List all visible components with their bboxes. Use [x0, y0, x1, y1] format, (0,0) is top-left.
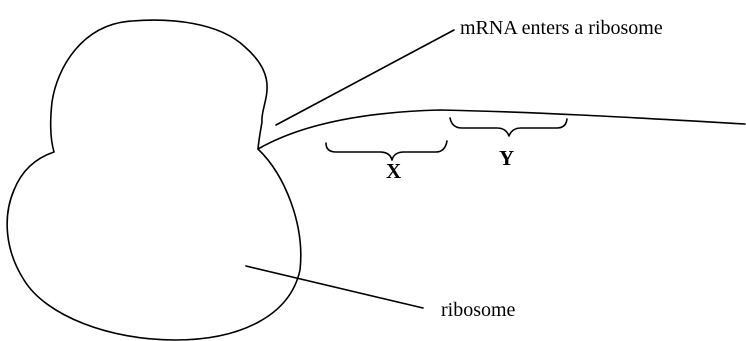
- mrna-leader-line: [275, 29, 455, 126]
- ribosome-outline: [6, 19, 302, 341]
- ribosome-callout-label: ribosome: [441, 299, 516, 321]
- segment-y-brace: [449, 117, 568, 137]
- segment-y-label: Y: [499, 146, 514, 170]
- ribosome-leader-line: [245, 265, 424, 309]
- mrna-callout-label: mRNA enters a ribosome: [460, 17, 663, 39]
- mrna-strand: [257, 109, 746, 150]
- segment-x-label: X: [386, 159, 401, 183]
- segment-x-brace: [325, 140, 448, 161]
